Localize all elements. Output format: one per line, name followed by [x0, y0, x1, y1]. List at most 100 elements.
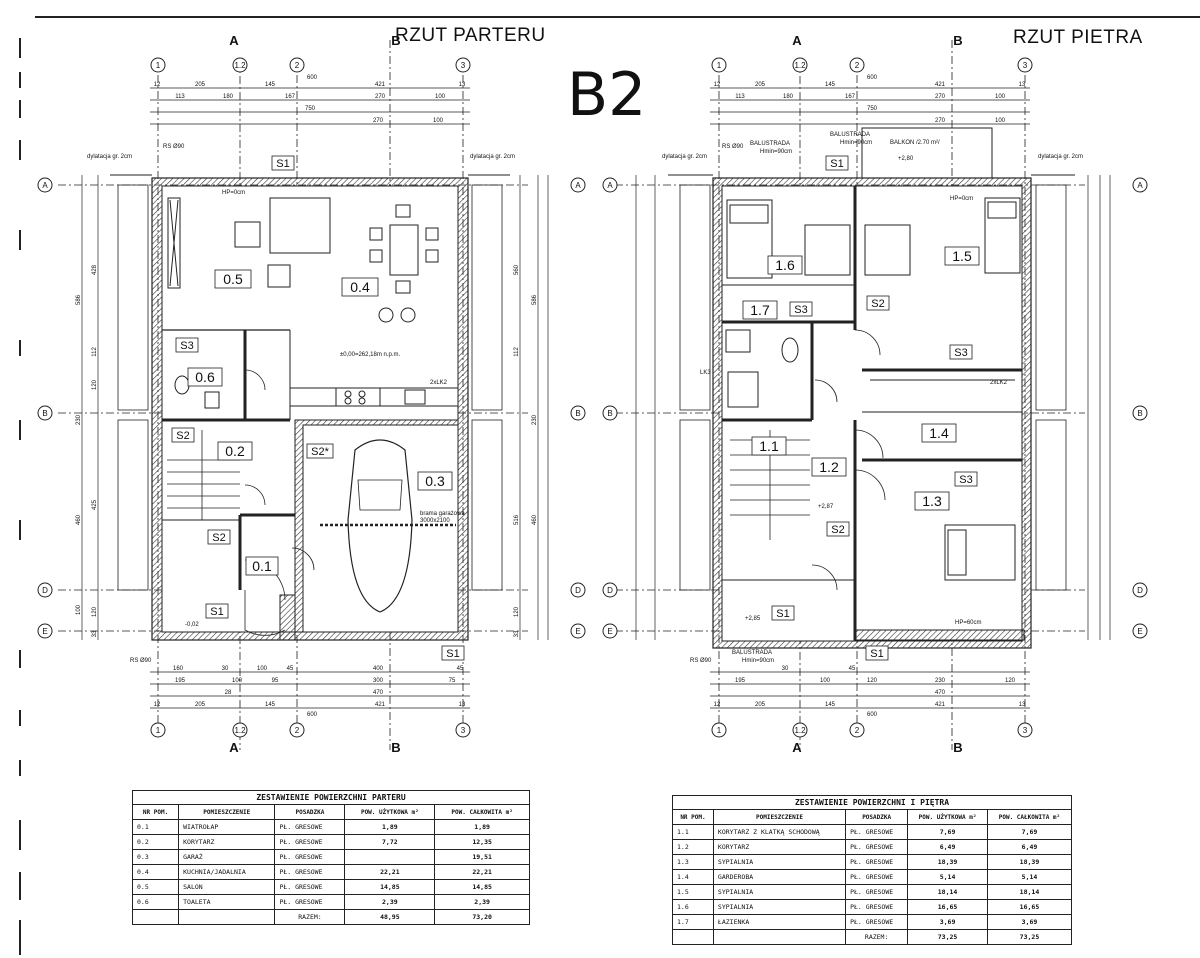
room-label: 1.7 [750, 302, 770, 318]
axis-label: 1.2 [234, 61, 246, 70]
wall-tag: S1 [776, 608, 789, 620]
dimension: 100 [820, 678, 831, 684]
table-row: 0.3 GARAŻ PŁ. GRESOWE 19,51 [131, 849, 530, 865]
dilatation-note: dylatacja gr. 2cm [1038, 154, 1083, 160]
cell-floor: PŁ. GRESOWE [274, 879, 346, 895]
dimension: 270 [935, 94, 946, 100]
balustrade-note: BALUSTRADA [732, 650, 772, 656]
cell-usable: 22,21 [344, 864, 436, 880]
dimension: 100 [433, 118, 444, 124]
dimension: 45 [287, 666, 294, 672]
wall-tag: S2 [831, 524, 844, 536]
cell-no: 1.7 [672, 914, 714, 930]
level-note: +2,80 [898, 156, 914, 162]
table-header: POMIESZCZENIE [712, 809, 847, 825]
ventilation-note: LK3 [700, 370, 711, 376]
dimension: 112 [92, 347, 98, 357]
cell-room: TOALETA [178, 894, 276, 910]
wall-tag: S2* [311, 446, 329, 458]
table-row: 1.4 GARDEROBA PŁ. GRESOWE 5,14 5,14 [672, 869, 1073, 885]
garage-gate-note: brama garażowa [420, 511, 465, 517]
cell-no: 0.5 [131, 879, 180, 895]
cell-usable: 1,89 [344, 819, 436, 835]
axis-label: B [42, 409, 47, 418]
dimension: 100 [76, 604, 82, 615]
cell-room: SYPIALNIA [712, 899, 847, 915]
dimension: 167 [285, 94, 296, 100]
elevation-note: ±0,00=262,18m n.p.m. [340, 352, 400, 358]
balustrade-height: Hmin=90cm [760, 149, 792, 155]
axis-label: 2 [295, 61, 300, 70]
dimension: 421 [935, 82, 946, 88]
axis-label: 1 [717, 726, 722, 735]
wall-tag: S2 [212, 532, 225, 544]
table-row: 1.7 ŁAZIENKA PŁ. GRESOWE 3,69 3,69 [672, 914, 1073, 930]
cell-no: 0.6 [131, 894, 180, 910]
ground-floor-plan [58, 40, 549, 750]
cell-usable: 3,69 [907, 914, 988, 930]
dimension: 300 [373, 678, 384, 684]
cell-no: 1.5 [672, 884, 714, 900]
dimension: 95 [272, 678, 279, 684]
dimension: 750 [305, 106, 316, 112]
cell-floor: PŁ. GRESOWE [845, 869, 909, 885]
cell-usable: 2,39 [344, 894, 436, 910]
axis-label: E [575, 627, 580, 636]
cell-floor: PŁ. GRESOWE [845, 914, 909, 930]
axis-label: D [575, 586, 581, 595]
axis-label: B [1137, 409, 1142, 418]
wall-tag: S2 [176, 430, 189, 442]
dimension: 195 [175, 678, 186, 684]
cell-total: 6,49 [986, 839, 1073, 855]
dimension: 516 [514, 514, 520, 525]
cell-usable: 6,49 [907, 839, 988, 855]
total-label: RAZEM: [845, 929, 909, 945]
wall-tag: S3 [954, 347, 967, 359]
upper-axis-bubbles [602, 57, 1148, 738]
table-header: POSADZKA [274, 804, 346, 820]
balcony-note: BALKON /2.70 m²/ [890, 140, 940, 146]
dimension: 100 [257, 666, 268, 672]
table-header: POSADZKA [845, 809, 909, 825]
cell-usable: 18,39 [907, 854, 988, 870]
dimension: 145 [265, 702, 276, 708]
axis-label: 3 [1023, 61, 1028, 70]
level-note: -0,02 [185, 622, 199, 628]
table-header: NR POM. [131, 804, 180, 820]
wall-tag: S1 [870, 648, 883, 660]
dimension: 470 [373, 690, 384, 696]
room-label: 1.2 [819, 459, 839, 475]
dimension: 12 [154, 702, 161, 708]
hp-note: HP=0cm [950, 196, 973, 202]
axis-label: E [607, 627, 612, 636]
cell-total: 14,85 [434, 879, 530, 895]
room-label: 0.4 [350, 279, 370, 295]
balustrade-height: Hmin=90cm [742, 658, 774, 664]
axis-label: D [42, 586, 48, 595]
table-row: 0.5 SALON PŁ. GRESOWE 14,85 14,85 [131, 879, 530, 895]
cell-no: 0.2 [131, 834, 180, 850]
dimension: 205 [755, 82, 766, 88]
dimension: 12 [714, 702, 721, 708]
cell-room: SYPIALNIA [712, 884, 847, 900]
wall-tag: S1 [446, 648, 459, 660]
cell-no: 0.3 [131, 849, 180, 865]
dimension: 45 [849, 666, 856, 672]
cell-floor: PŁ. GRESOWE [845, 824, 909, 840]
table-total-row: RAZEM: 73,25 73,25 [672, 929, 1073, 945]
dimension: 425 [92, 499, 98, 510]
cell-floor: PŁ. GRESOWE [274, 834, 346, 850]
table-caption: ZESTAWIENIE POWIERZCHNI PARTERU [132, 790, 530, 804]
cell-room: KUCHNIA/JADALNIA [178, 864, 276, 880]
total-usable: 48,95 [344, 909, 436, 925]
building-label: B2 [567, 60, 647, 130]
cell-total: 19,51 [434, 849, 530, 865]
dimension: 586 [532, 294, 538, 305]
cell-room: SALON [178, 879, 276, 895]
upper-plan-title: RZUT PIETRA [1013, 27, 1143, 48]
dimension: 230 [76, 414, 82, 425]
dimension: 230 [532, 414, 538, 425]
dimension: 600 [307, 712, 318, 718]
cell-floor: PŁ. GRESOWE [845, 899, 909, 915]
dimension: 600 [867, 712, 878, 718]
